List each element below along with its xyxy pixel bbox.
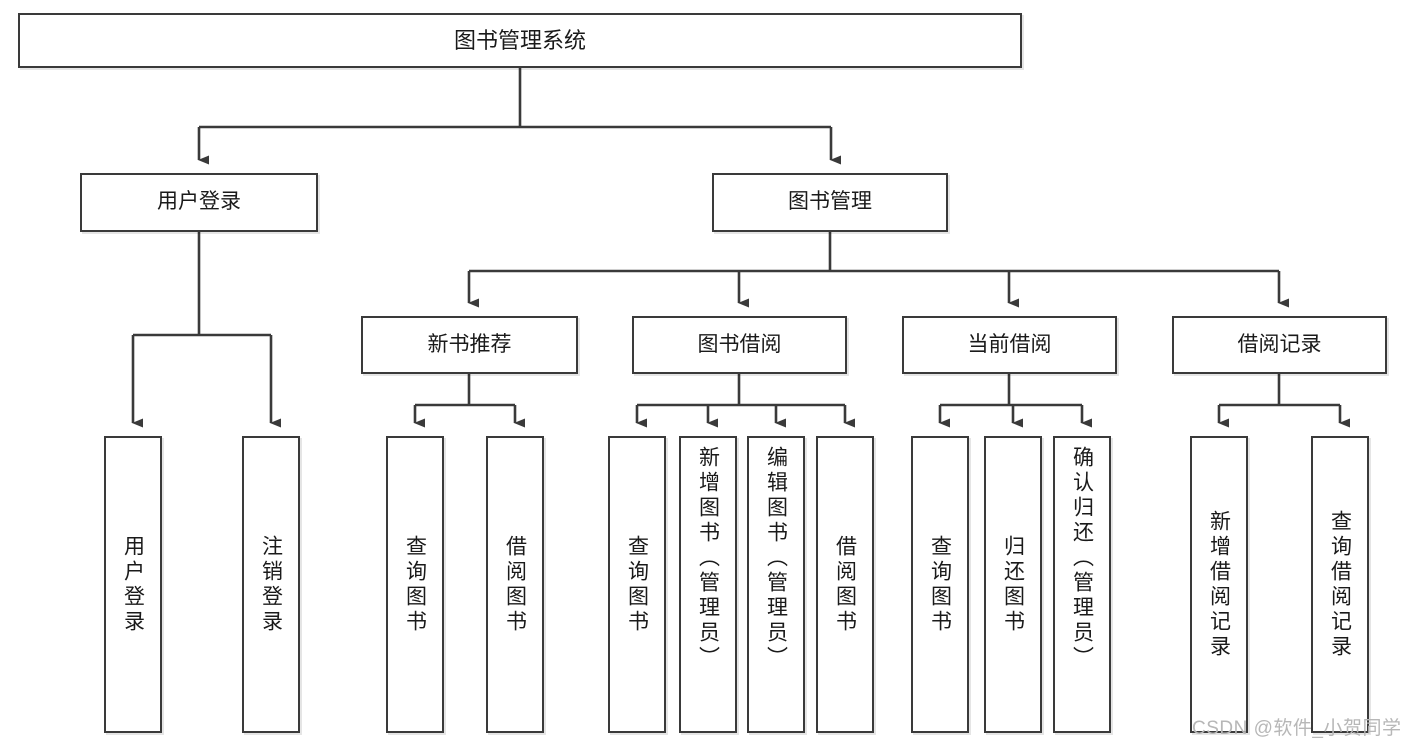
node-borrow-record[interactable]: 借阅记录 <box>1172 316 1387 374</box>
node-leaf-borrow-book-2[interactable]: 借阅图书 <box>816 436 874 733</box>
node-leaf-user-login-label: 用户登录 <box>121 534 145 635</box>
node-leaf-add-book[interactable]: 新增图书（管理员） <box>679 436 737 733</box>
node-leaf-return-book-label: 归还图书 <box>1001 534 1025 635</box>
node-leaf-query-book-1[interactable]: 查询图书 <box>386 436 444 733</box>
node-leaf-user-login[interactable]: 用户登录 <box>104 436 162 733</box>
node-leaf-borrow-book-1[interactable]: 借阅图书 <box>486 436 544 733</box>
node-new-book-recommend[interactable]: 新书推荐 <box>361 316 578 374</box>
node-leaf-add-record[interactable]: 新增借阅记录 <box>1190 436 1248 733</box>
csdn-watermark: CSDN @软件_小贺同学 <box>1192 718 1402 739</box>
node-book-manage-label: 图书管理 <box>788 190 872 214</box>
node-leaf-query-record-label: 查询借阅记录 <box>1328 509 1352 660</box>
node-leaf-query-book-1-label: 查询图书 <box>403 534 427 635</box>
node-leaf-edit-book-label: 编辑图书（管理员） <box>764 446 788 671</box>
node-leaf-confirm-return-label: 确认归还（管理员） <box>1070 446 1094 671</box>
node-root-label: 图书管理系统 <box>453 27 586 53</box>
node-root[interactable]: 图书管理系统 <box>18 13 1022 68</box>
node-leaf-query-book-2-label: 查询图书 <box>625 534 649 635</box>
node-book-borrow-label: 图书借阅 <box>697 332 782 356</box>
node-user-login[interactable]: 用户登录 <box>80 173 318 232</box>
node-leaf-logout[interactable]: 注销登录 <box>242 436 300 733</box>
node-leaf-confirm-return[interactable]: 确认归还（管理员） <box>1053 436 1111 733</box>
node-leaf-edit-book[interactable]: 编辑图书（管理员） <box>747 436 805 733</box>
node-leaf-borrow-book-1-label: 借阅图书 <box>503 534 527 635</box>
node-book-manage[interactable]: 图书管理 <box>712 173 948 232</box>
node-leaf-query-book-3[interactable]: 查询图书 <box>911 436 969 733</box>
node-leaf-query-book-2[interactable]: 查询图书 <box>608 436 666 733</box>
node-leaf-logout-label: 注销登录 <box>259 534 283 635</box>
node-current-borrow-label: 当前借阅 <box>967 332 1052 356</box>
node-borrow-record-label: 借阅记录 <box>1237 332 1322 356</box>
node-leaf-borrow-book-2-label: 借阅图书 <box>833 534 857 635</box>
node-leaf-query-record[interactable]: 查询借阅记录 <box>1311 436 1369 733</box>
node-current-borrow[interactable]: 当前借阅 <box>902 316 1117 374</box>
node-leaf-query-book-3-label: 查询图书 <box>928 534 952 635</box>
node-user-login-label: 用户登录 <box>157 190 241 214</box>
node-leaf-add-record-label: 新增借阅记录 <box>1207 509 1231 660</box>
node-leaf-return-book[interactable]: 归还图书 <box>984 436 1042 733</box>
node-new-book-recommend-label: 新书推荐 <box>427 332 512 356</box>
node-leaf-add-book-label: 新增图书（管理员） <box>696 446 720 671</box>
node-book-borrow[interactable]: 图书借阅 <box>632 316 847 374</box>
